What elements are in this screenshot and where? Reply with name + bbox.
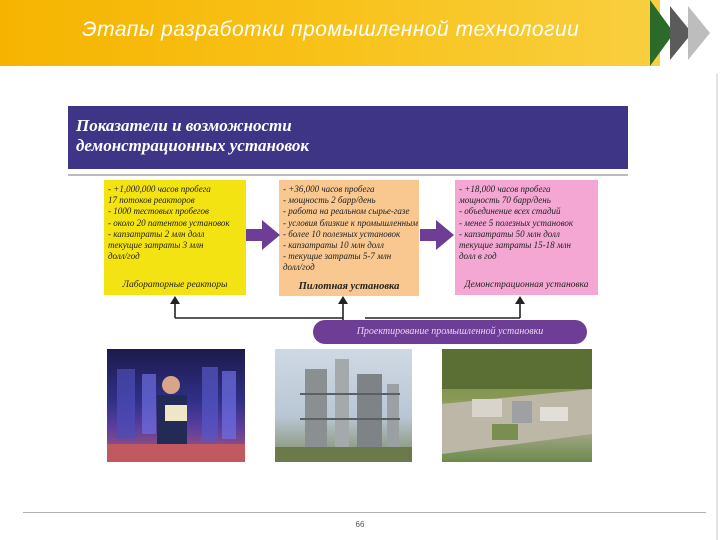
stage-item: 17 потоков реакторов	[108, 195, 195, 206]
stage-item: - более 10 полезных установок	[283, 228, 401, 239]
stage-item: мощность 70 барр/день	[459, 195, 551, 206]
stage-item: - условия близкие к промышленным	[283, 217, 418, 228]
stage-label: Лабораторные реакторы	[122, 279, 228, 290]
header-line-2: демонстрационных установок	[76, 136, 309, 155]
stage-label: Демонстрационная установка	[464, 279, 589, 290]
stage-item: - работа на реальном сырье-газе	[283, 206, 410, 217]
pilot-plant-illustration	[275, 359, 412, 462]
stage-label: Пилотная установка	[298, 280, 400, 292]
stage-item: - +18,000 часов пробега	[459, 184, 551, 194]
stage-item: - капзатраты 50 млн долл	[459, 228, 560, 239]
stage-item: - 1000 тестовых пробегов	[108, 206, 209, 217]
section-header-text: Показатели и возможности демонстрационны…	[76, 116, 309, 156]
section-header: Показатели и возможности демонстрационны…	[68, 106, 628, 169]
stage-item: - мощность 2 барр/день	[283, 195, 376, 206]
photo-lab-reactors	[107, 349, 245, 462]
stage-item: долл в год	[459, 251, 497, 262]
slide-title: Этапы разработки промышленной технологии	[82, 18, 580, 41]
stage-item: текущие затраты 15-18 млн	[459, 240, 571, 251]
arrow-right-icon	[420, 220, 454, 250]
stage-item: - +1,000,000 часов пробега	[108, 184, 211, 194]
feedback-arrows-icon	[170, 296, 525, 327]
stage-demo-plant: - +18,000 часов пробега мощность 70 барр…	[455, 180, 598, 295]
stage-item: - менее 5 полезных установок	[459, 217, 574, 228]
demo-plant-illustration	[442, 349, 592, 454]
stage-pilot-plant: - +36,000 часов пробега - мощность 2 бар…	[279, 180, 419, 296]
stage-item: долл/год	[108, 251, 140, 262]
chevron-decoration-gray	[670, 6, 692, 60]
right-divider	[716, 74, 718, 540]
stage-item: - около 20 патентов установок	[108, 217, 230, 228]
lab-photo-illustration	[107, 367, 245, 462]
title-bar: Этапы разработки промышленной технологии	[0, 0, 660, 66]
page-number: 66	[355, 520, 365, 529]
stage-item: долл/год	[283, 262, 315, 273]
stage-item: текущие затраты 3 млн	[108, 240, 204, 251]
stage-lab-reactors: - +1,000,000 часов пробега 17 потоков ре…	[104, 180, 246, 295]
stage-item: - объединение всех стадий	[459, 206, 561, 217]
stage-item: - капзатраты 10 млн долл	[283, 240, 384, 251]
chevron-decoration-light	[688, 6, 710, 60]
header-line-1: Показатели и возможности	[76, 116, 292, 135]
header-underline	[68, 174, 628, 176]
stage-item: - текущие затраты 5-7 млн	[283, 251, 392, 262]
stage-item: - капзатраты 2 млн долл	[108, 228, 205, 239]
arrow-right-icon	[246, 220, 280, 250]
footer-divider	[23, 512, 706, 513]
stage-item: - +36,000 часов пробега	[283, 184, 375, 194]
design-stage-bar: Проектирование промышленной установки	[313, 320, 587, 344]
photo-pilot-plant	[275, 349, 412, 462]
photo-demo-plant	[442, 349, 592, 462]
